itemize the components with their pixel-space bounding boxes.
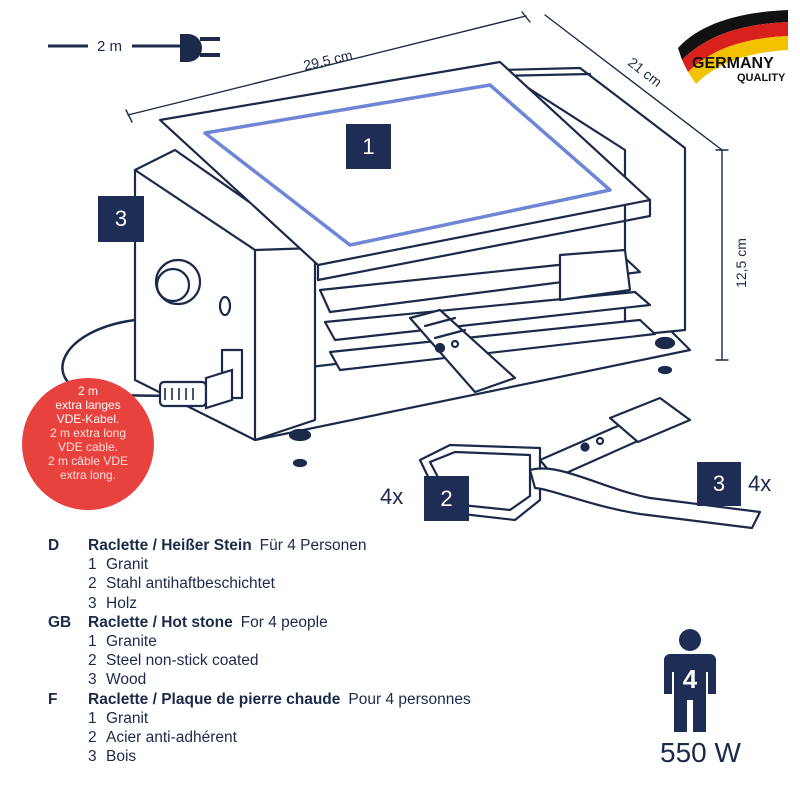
section-subtitle: Für 4 Personen [259,537,367,554]
dimension-height: 12,5 cm [733,238,749,288]
legend-text: D Raclette / Heißer Stein Für 4 Personen… [48,536,608,766]
section-header-gb: GB Raclette / Hot stone For 4 people [48,613,608,632]
lang-code: F [48,690,58,708]
section-header-de: D Raclette / Heißer Stein Für 4 Personen [48,536,608,555]
power-rating: 550 W [660,737,741,768]
badge-en-line-2: VDE cable. [57,440,119,454]
person-count: 4 [683,664,698,694]
cable-length-label: 2 m [97,38,123,55]
badge-de-line-3: VDE-Kabel. [56,412,120,426]
callout-spatula: 3 [697,462,741,506]
badge-de-line-2: extra langes [55,398,121,412]
lang-code: D [48,537,60,554]
callout-wood-housing: 3 [98,196,144,242]
germany-flag-icon [678,10,788,84]
raclette-drawing [61,11,762,530]
callout-pan: 2 [424,476,469,521]
section-title: Raclette / Plaque de pierre chaude [88,690,341,708]
section-subtitle: For 4 people [240,613,328,631]
section-header-f: F Raclette / Plaque de pierre chaude Pou… [48,690,608,709]
section-title: Raclette / Hot stone [88,613,233,631]
spatula-quantity: 4x [748,471,772,496]
section-title: Raclette / Heißer Stein [88,537,252,554]
pan-quantity: 4x [380,484,404,509]
badge-fr-line-1: 2 m câble VDE [47,454,129,468]
quality-label: QUALITY [737,72,786,84]
badge-en-line-1: 2 m extra long [49,426,127,440]
callout-stone: 1 [346,124,391,169]
badge-de-line-1: 2 m [77,384,98,398]
cable-plug-icon [48,34,220,62]
person-icon: 4 [664,629,716,732]
germany-label: GERMANY [692,55,774,72]
section-subtitle: Pour 4 personnes [348,690,471,708]
lang-code: GB [48,613,72,631]
badge-fr-line-2: extra long. [59,468,117,482]
cable-info-badge: 2 m extra langes VDE-Kabel. 2 m extra lo… [22,378,154,510]
